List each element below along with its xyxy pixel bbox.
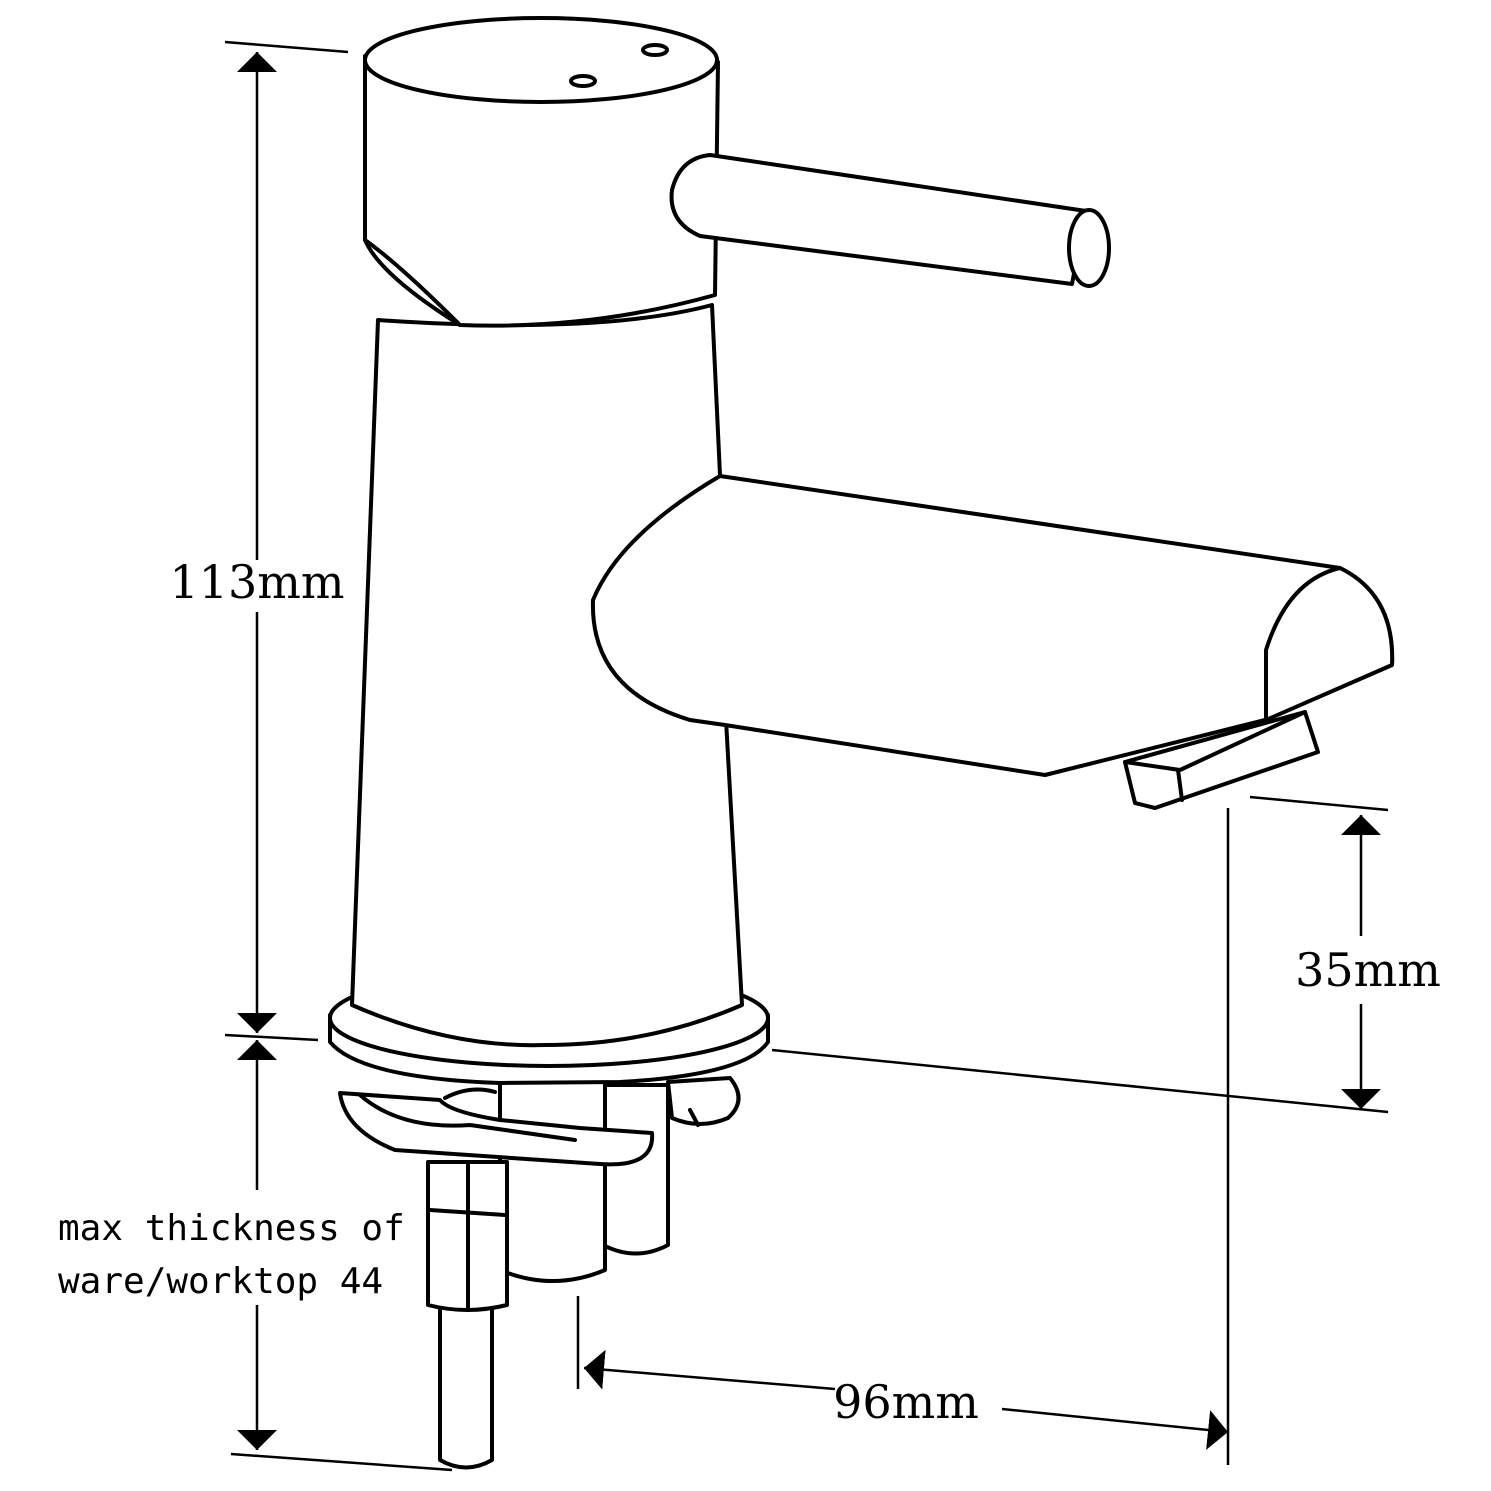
reach-dimension-right bbox=[1001, 1407, 1229, 1450]
worktop-note-line1: max thickness of bbox=[58, 1208, 405, 1249]
lever bbox=[669, 153, 1111, 288]
dimension-lines bbox=[224, 40, 1389, 1472]
spout bbox=[590, 474, 1395, 810]
worktop-note-line2: ware/worktop 44 bbox=[58, 1261, 383, 1302]
spout-height-label: 35mm bbox=[1295, 943, 1441, 997]
handle-head bbox=[363, 16, 720, 328]
tap-drawing bbox=[328, 16, 1395, 1470]
height-total-label: 113mm bbox=[169, 555, 344, 609]
spout-reach-label: 96mm bbox=[833, 1375, 979, 1429]
mounting-hardware bbox=[338, 1076, 741, 1470]
reach-dimension-left bbox=[583, 1349, 836, 1391]
